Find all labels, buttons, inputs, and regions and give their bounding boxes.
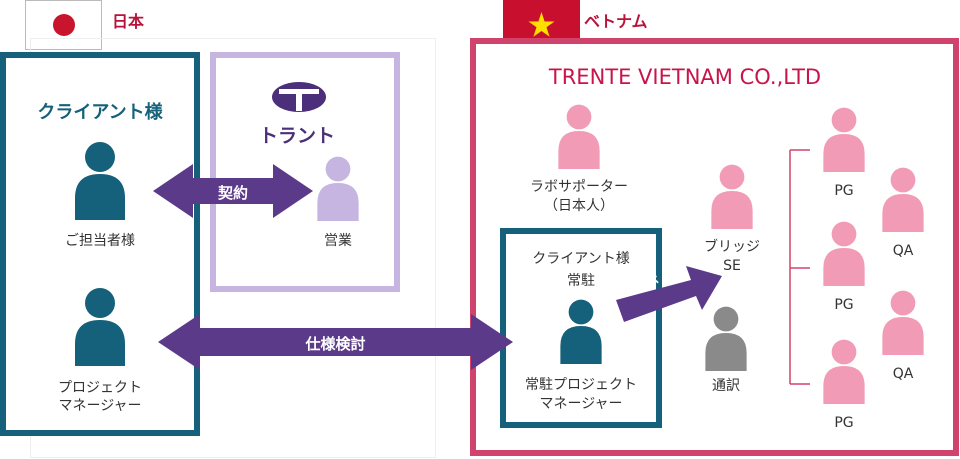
lab-supporter-label-1: ラボサポーター <box>530 179 628 195</box>
qa-label-2: QA <box>892 366 914 382</box>
instruct-arrow <box>616 266 722 322</box>
japan-label: 日本 <box>112 12 145 31</box>
pg-label-1: PG <box>834 183 854 199</box>
pg-label-2: PG <box>834 297 854 313</box>
resident-pm-label-1: 常駐プロジェクト <box>525 377 637 393</box>
vietnam-label: ベトナム <box>584 12 648 31</box>
pg-person-icon-2 <box>823 221 865 286</box>
lab-supporter-person-icon <box>558 104 600 169</box>
sales-label: 営業 <box>324 233 352 249</box>
spec-arrow <box>158 314 513 370</box>
sales-person-icon <box>317 156 359 221</box>
spec-label: 仕様検討 <box>305 335 366 353</box>
team-tree-lines <box>789 149 810 385</box>
interpreter-label: 通訳 <box>712 378 740 394</box>
bridge-se-person-icon <box>711 164 753 229</box>
resident-pm-label-2: マネージャー <box>539 396 623 412</box>
lab-supporter-label-2: （日本人） <box>544 198 614 214</box>
pg-person-icon-3 <box>823 339 865 404</box>
contract-label: 契約 <box>217 184 248 202</box>
bridge-se-label-2: SE <box>723 258 741 274</box>
japan-flag-icon <box>25 0 102 50</box>
bridge-se-label-1: ブリッジ <box>704 239 760 255</box>
trente-name: トラント <box>259 125 336 147</box>
qa-person-icon-2 <box>882 290 924 355</box>
client-title: クライアント様 <box>37 102 163 123</box>
resident-subtitle: 常駐 <box>567 273 595 289</box>
trente-logo-icon <box>272 82 326 112</box>
qa-label-1: QA <box>892 243 914 259</box>
client-box <box>0 52 200 436</box>
client-pm-person-icon <box>75 288 125 366</box>
client-pm-label-1: プロジェクト <box>58 380 142 396</box>
client-pm-label-2: マネージャー <box>58 398 142 414</box>
company-name: TRENTE VIETNAM CO.,LTD <box>548 65 822 89</box>
pg-label-3: PG <box>834 415 854 431</box>
client-contact-person-icon <box>75 142 125 220</box>
client-contact-label: ご担当者様 <box>65 233 135 249</box>
pg-person-icon-1 <box>823 107 865 172</box>
resident-title: クライアント様 <box>532 251 630 267</box>
interpreter-person-icon <box>705 306 747 371</box>
qa-person-icon-1 <box>882 167 924 232</box>
resident-pm-person-icon <box>560 299 602 364</box>
contract-arrow <box>153 164 313 218</box>
